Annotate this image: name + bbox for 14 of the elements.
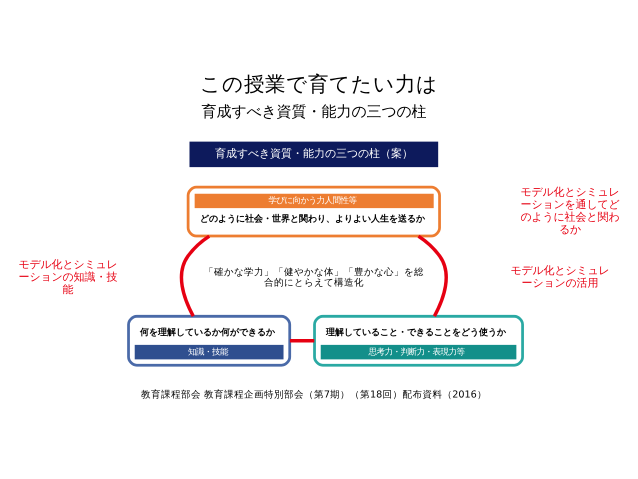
diagram-title: この授業で育てたい力は: [200, 72, 438, 96]
connector: [417, 234, 448, 317]
node-box: 理解していること・できることをどう使うか 思考力・判断力・表現力等: [313, 314, 524, 367]
node-box: 学びに向かう力人間性等 どのように社会・世界と関わり、よりよい人生を送るか: [186, 186, 441, 238]
label: 育成すべき資質・能力の三つの柱（案）: [214, 147, 413, 160]
connector: [290, 339, 314, 342]
label: モデル化とシミュレーションを通してどのように社会と関わるか: [520, 186, 620, 236]
label: モデル化とシミュレーションの活用: [510, 264, 610, 290]
label: 教育課程部会 教育課程企画特別部会（第7期）（第18回）配布資料（2016）: [140, 389, 487, 400]
label: モデル化とシミュレーションの知識・技能: [18, 258, 118, 296]
node-box: 何を理解しているか何ができるか 知識・技能: [127, 314, 292, 367]
label: 「確かな学力」「健やかな体」「豊かな心」を総合的にとらえて構造化: [204, 267, 424, 288]
connector: [180, 234, 210, 317]
label: 育成すべき資質・能力の三つの柱: [201, 102, 426, 120]
